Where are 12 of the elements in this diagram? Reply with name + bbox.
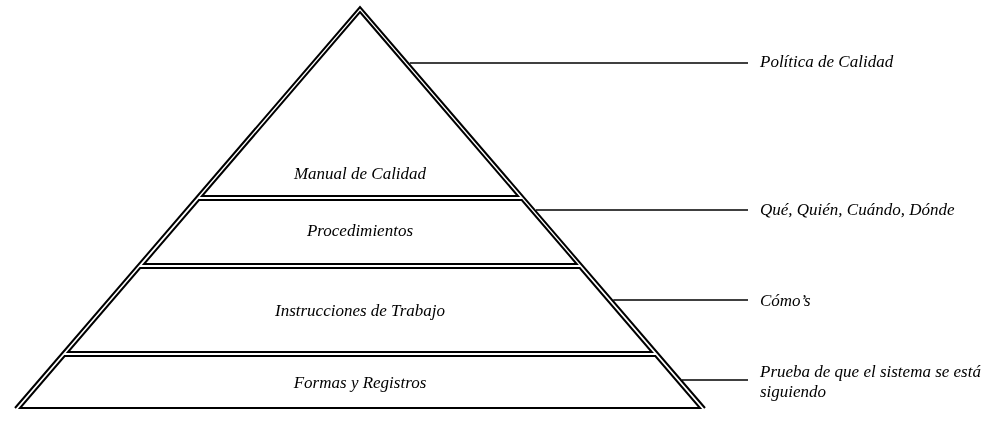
annotation-text: Prueba de que el sistema se está siguiendo [760, 362, 995, 402]
annotation-text: Cómo’s [760, 291, 995, 311]
layer-label: Manual de Calidad [293, 164, 427, 184]
layer-label: Instrucciones de Trabajo [275, 301, 445, 321]
leader-line [681, 379, 749, 381]
annotation-text: Política de Calidad [760, 52, 995, 72]
leader-line [612, 299, 749, 301]
annotation-text: Qué, Quién, Cuándo, Dónde [760, 200, 995, 220]
leader-line [409, 62, 749, 64]
layer-label: Procedimientos [306, 221, 413, 241]
layer-label: Formas y Registros [293, 373, 427, 393]
leader-line [535, 209, 749, 211]
